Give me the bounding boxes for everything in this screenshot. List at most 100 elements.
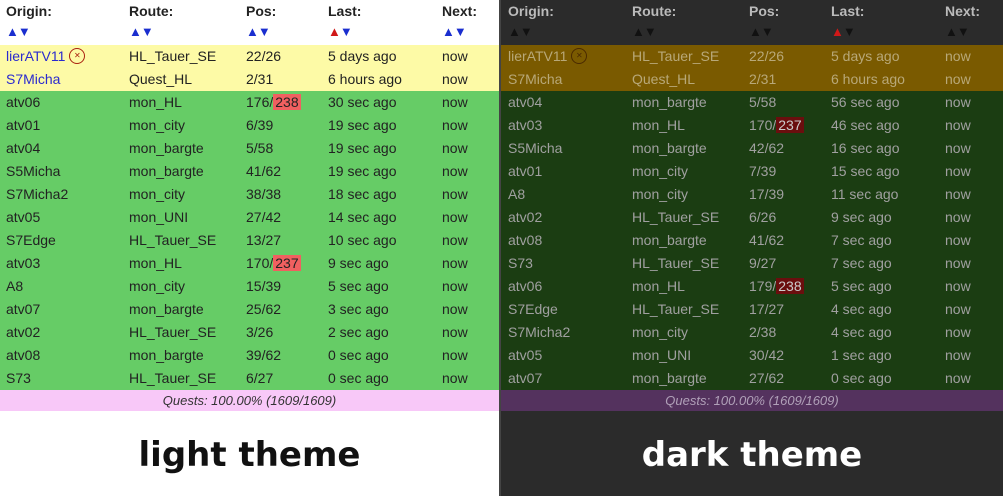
origin-cell[interactable]: lierATV11: [508, 48, 568, 64]
origin-cell[interactable]: S5Micha: [6, 163, 61, 179]
sort-up-icon[interactable]: ▲: [6, 24, 19, 39]
sort-down-icon[interactable]: ▼: [453, 24, 467, 39]
sort-arrows-origin[interactable]: ▲▼: [6, 24, 31, 39]
sort-down-icon[interactable]: ▼: [842, 24, 856, 39]
sort-up-icon[interactable]: ▲: [246, 24, 259, 39]
sort-arrows-next[interactable]: ▲▼: [442, 24, 467, 39]
sort-arrows-route[interactable]: ▲▼: [129, 24, 154, 39]
origin-cell[interactable]: atv03: [508, 117, 543, 133]
origin-cell[interactable]: lierATV11✕: [508, 45, 588, 68]
origin-cell[interactable]: lierATV11: [6, 48, 66, 64]
sort-up-active-icon[interactable]: ▲: [328, 24, 341, 39]
sort-up-icon[interactable]: ▲: [508, 24, 521, 39]
origin-cell[interactable]: atv01: [6, 117, 41, 133]
sort-up-icon[interactable]: ▲: [129, 24, 142, 39]
sort-down-icon[interactable]: ▼: [17, 24, 31, 39]
origin-cell[interactable]: A8: [508, 186, 526, 202]
sort-arrows-pos[interactable]: ▲▼: [246, 24, 271, 39]
origin-cell[interactable]: S5Micha: [508, 140, 563, 156]
header-last[interactable]: Last:: [328, 3, 362, 19]
header-next[interactable]: Next:: [945, 3, 981, 19]
origin-cell[interactable]: atv06: [6, 94, 41, 110]
sort-down-icon[interactable]: ▼: [956, 24, 970, 39]
origin-cell[interactable]: S7Edge: [508, 301, 558, 317]
origin-cell[interactable]: S7Edge: [6, 232, 56, 248]
header-last[interactable]: Last:: [831, 3, 865, 19]
origin-cell[interactable]: lierATV11✕: [6, 45, 86, 68]
header-route[interactable]: Route:: [632, 3, 677, 19]
sort-up-icon[interactable]: ▲: [945, 24, 958, 39]
sort-up-icon[interactable]: ▲: [442, 24, 455, 39]
header-next[interactable]: Next:: [442, 3, 478, 19]
origin-cell[interactable]: atv08: [508, 232, 543, 248]
sort-arrows-next[interactable]: ▲▼: [945, 24, 970, 39]
sort-up-active-icon[interactable]: ▲: [831, 24, 844, 39]
origin-cell[interactable]: atv08: [6, 347, 41, 363]
origin-cell[interactable]: atv04: [508, 94, 543, 110]
sort-arrows-pos[interactable]: ▲▼: [749, 24, 774, 39]
sort-arrows-last[interactable]: ▲▼: [328, 24, 353, 39]
origin-cell[interactable]: S73: [6, 370, 31, 386]
header-origin[interactable]: Origin:: [6, 3, 52, 19]
sort-arrows-route[interactable]: ▲▼: [632, 24, 657, 39]
sort-down-icon[interactable]: ▼: [339, 24, 353, 39]
origin-cell[interactable]: S73: [508, 255, 533, 271]
sort-arrows-last[interactable]: ▲▼: [831, 24, 856, 39]
origin-cell[interactable]: atv07: [6, 301, 41, 317]
header-origin[interactable]: Origin:: [508, 3, 554, 19]
sort-down-icon[interactable]: ▼: [257, 24, 271, 39]
sort-down-icon[interactable]: ▼: [140, 24, 154, 39]
origin-cell[interactable]: S7Micha: [508, 71, 563, 87]
origin-cell[interactable]: atv06: [508, 278, 543, 294]
sort-arrows-origin[interactable]: ▲▼: [508, 24, 533, 39]
sort-up-icon[interactable]: ▲: [749, 24, 762, 39]
sort-down-icon[interactable]: ▼: [643, 24, 657, 39]
header-pos[interactable]: Pos:: [246, 3, 277, 19]
speaker-muted-icon[interactable]: ✕: [69, 48, 86, 65]
origin-cell[interactable]: S7Micha2: [6, 186, 69, 202]
origin-cell[interactable]: atv04: [6, 140, 41, 156]
origin-cell[interactable]: atv05: [6, 209, 41, 225]
origin-cell[interactable]: S7Micha: [6, 71, 61, 87]
sort-down-icon[interactable]: ▼: [519, 24, 533, 39]
header-route[interactable]: Route:: [129, 3, 174, 19]
origin-cell[interactable]: A8: [6, 278, 24, 294]
speaker-muted-icon[interactable]: ✕: [571, 48, 588, 65]
origin-cell[interactable]: atv03: [6, 255, 41, 271]
origin-cell[interactable]: atv02: [508, 209, 543, 225]
sort-down-icon[interactable]: ▼: [760, 24, 774, 39]
origin-cell[interactable]: atv01: [508, 163, 543, 179]
sort-up-icon[interactable]: ▲: [632, 24, 645, 39]
origin-cell[interactable]: atv02: [6, 324, 41, 340]
origin-cell[interactable]: atv05: [508, 347, 543, 363]
